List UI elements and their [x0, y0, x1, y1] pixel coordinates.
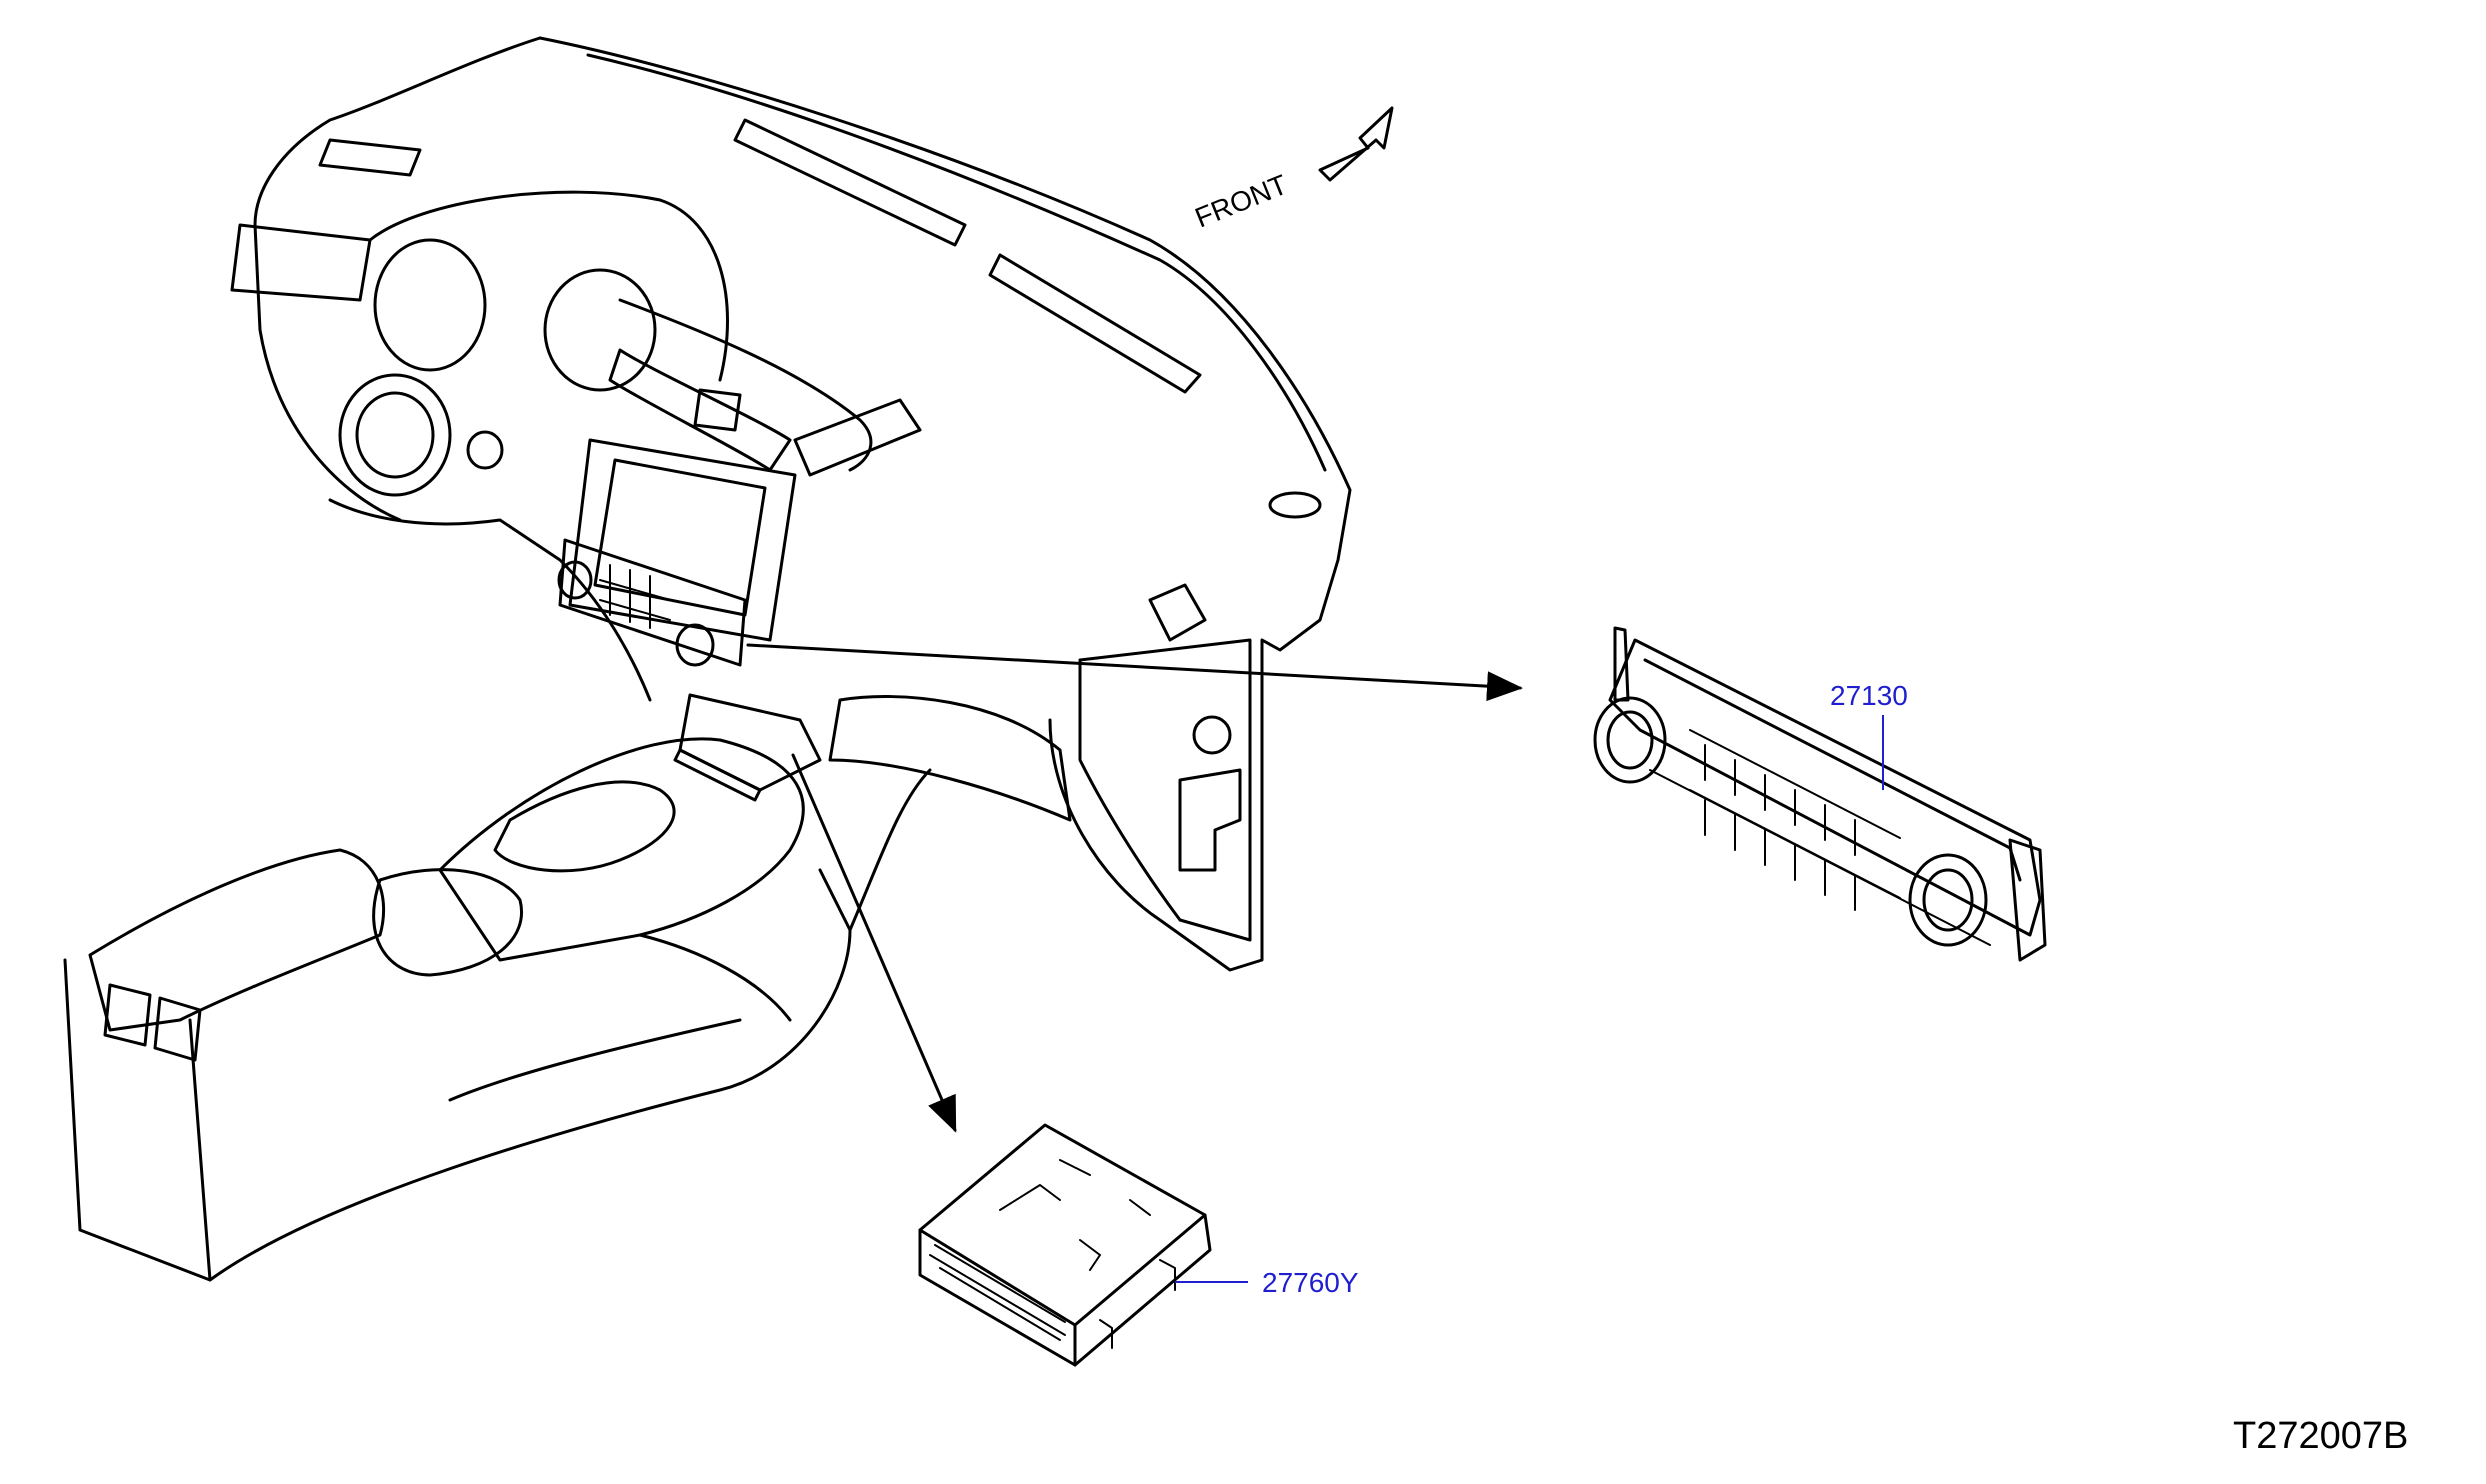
dashboard-illustration	[63, 36, 1352, 1282]
speedometer-dial	[373, 238, 487, 372]
dash-climate-buttons	[599, 564, 671, 629]
left-side-panel	[230, 223, 372, 302]
rear-console	[63, 868, 852, 1282]
arrow-to-climate-panel	[746, 643, 1523, 702]
display-screen	[593, 458, 767, 617]
right-dash-button	[1192, 715, 1232, 755]
display-bezel	[568, 438, 797, 642]
dashboard-top-outline	[538, 36, 1352, 692]
control-unit-module-detail	[918, 1123, 1212, 1367]
dash-climate-knob-left	[557, 560, 593, 600]
panel-right-knob-icon	[1922, 868, 1974, 932]
dash-climate-knob-right	[675, 623, 715, 667]
dashboard-left-end	[253, 36, 542, 522]
defroster-vent-right	[988, 253, 1202, 394]
hazard-switch	[693, 388, 742, 432]
right-side-trim	[1078, 638, 1252, 942]
panel-body-outline	[1608, 638, 2042, 937]
panel-right-bracket	[2008, 838, 2047, 962]
part-number-27760Y: 27760Y	[1262, 1267, 1359, 1298]
armrest	[88, 848, 386, 1032]
instrument-cluster-hood	[368, 190, 729, 382]
panel-left-knob-outer	[1593, 696, 1667, 784]
panel-button-row-top	[1689, 729, 1901, 856]
module-connector-slots	[929, 1244, 1066, 1341]
cupholder-area	[372, 868, 523, 977]
part-number-27130: 27130	[1830, 680, 1908, 711]
tachometer-dial	[543, 268, 657, 392]
center-stack-hood	[618, 298, 873, 472]
center-vent-right	[793, 398, 922, 477]
center-vent-left	[608, 348, 792, 472]
lower-dash-left	[328, 498, 652, 702]
reference-code: T272007B	[2233, 1415, 2408, 1457]
panel-left-bracket	[1613, 626, 1630, 702]
rear-console-side	[188, 1018, 742, 1282]
left-round-vent-inner	[355, 391, 435, 479]
rear-vent-right	[153, 996, 202, 1062]
dashboard-top-inner	[586, 53, 1327, 472]
front-label: FRONT	[1191, 169, 1292, 234]
center-console-top	[438, 737, 805, 962]
console-module-front	[673, 748, 762, 802]
panel-lower-edge	[1649, 769, 1991, 946]
front-indicator: FRONT	[1191, 106, 1394, 234]
climate-control-panel-detail	[1593, 626, 2047, 962]
panel-left-knob-icon	[1606, 710, 1654, 770]
dashboard-right-end	[1048, 688, 1264, 972]
defroster-vent	[733, 118, 967, 247]
left-round-vent	[338, 373, 452, 497]
console-module	[678, 693, 822, 792]
module-top-face	[918, 1123, 1207, 1327]
right-dash-oval	[1268, 491, 1322, 519]
shifter-surround	[493, 780, 676, 873]
module-surface-details	[999, 1159, 1151, 1271]
floor-tunnel	[638, 768, 932, 1022]
right-dash-diamond	[1148, 583, 1207, 642]
glovebox-opening	[828, 695, 1072, 822]
left-air-vent	[318, 138, 422, 177]
dash-climate-panel	[558, 538, 747, 667]
module-front-face	[918, 1228, 1077, 1367]
front-arrow-icon	[1318, 106, 1394, 182]
small-knob-left	[466, 430, 504, 470]
module-right-face	[1073, 1213, 1212, 1367]
right-dash-bracket	[1178, 768, 1242, 872]
arrow-to-control-module	[791, 753, 957, 1133]
panel-right-knob-outer	[1908, 853, 1988, 947]
rear-vent-left	[103, 983, 152, 1047]
